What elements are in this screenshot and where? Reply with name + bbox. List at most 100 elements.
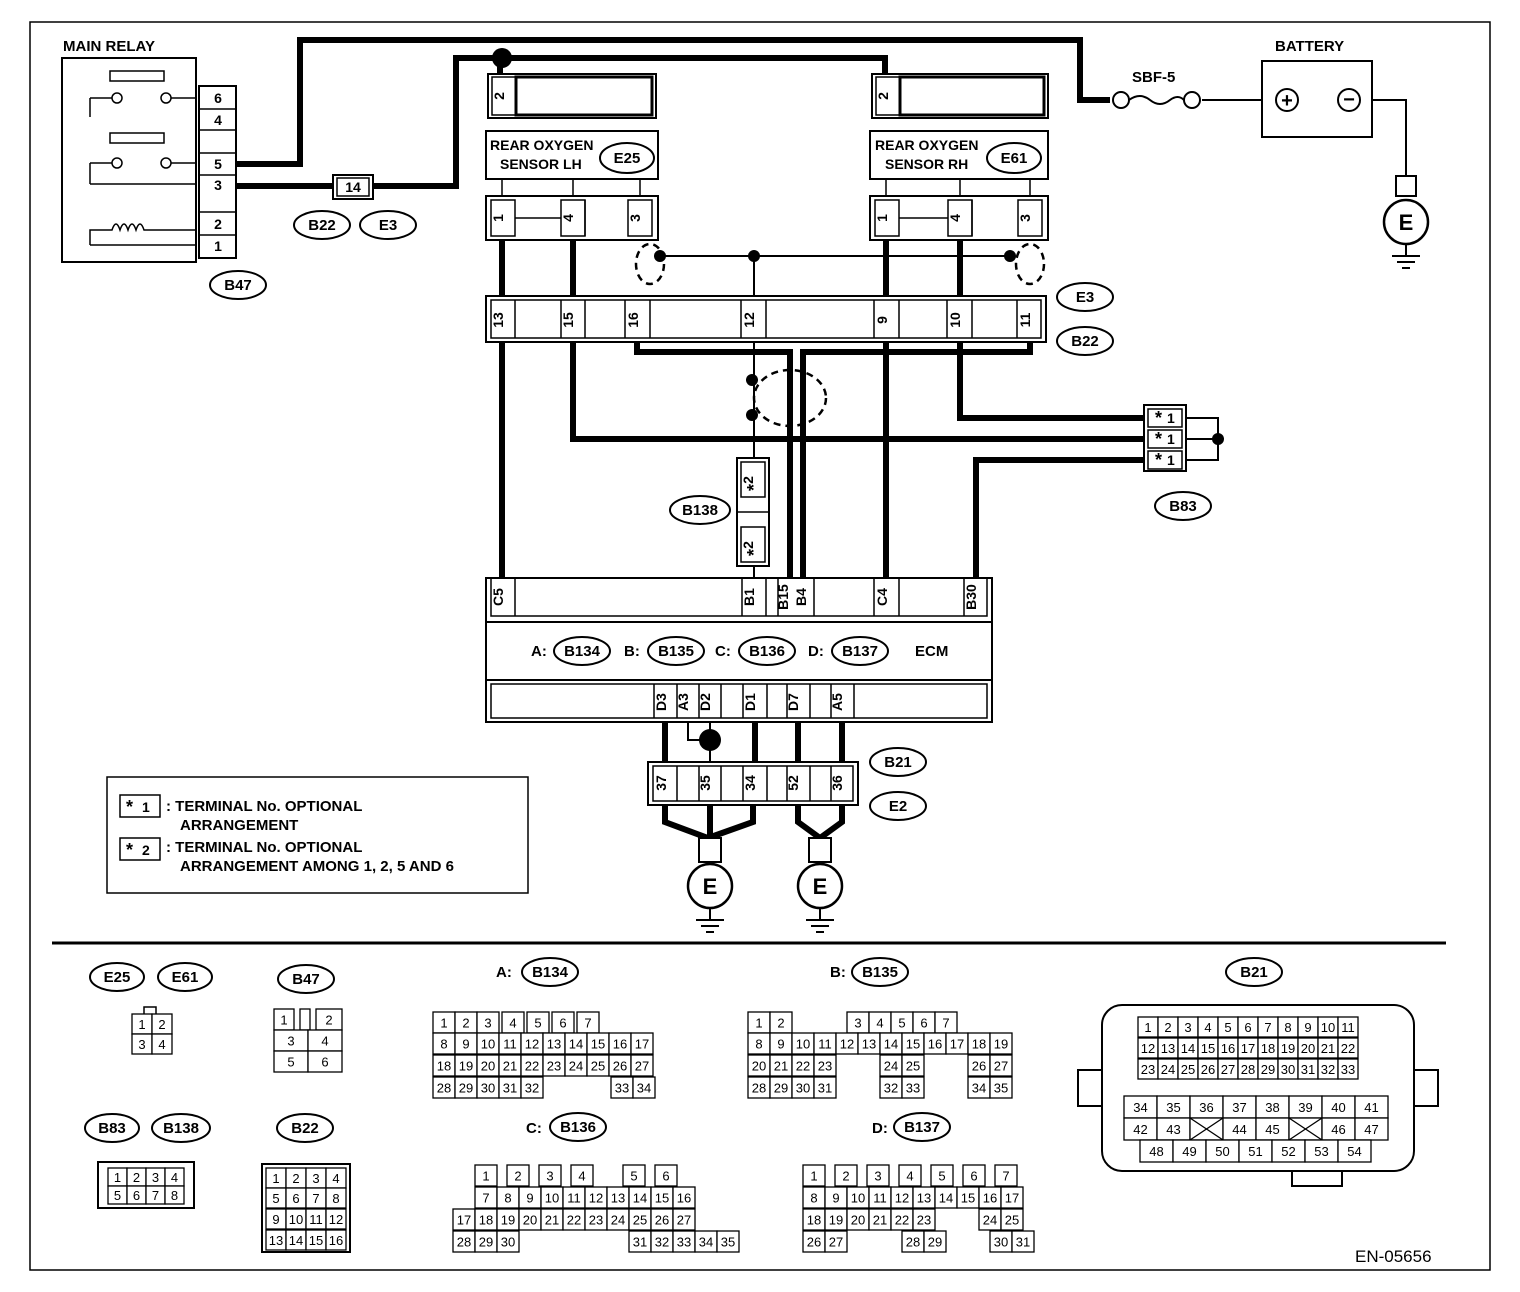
b137-pin-label: 14 [939, 1191, 953, 1206]
b21-pin-label: 52 [1281, 1144, 1295, 1159]
b22-pin-label: 4 [332, 1171, 339, 1186]
b135-pin-label: 4 [876, 1016, 883, 1031]
svg-text:E25: E25 [104, 969, 131, 986]
b137-cell [898, 1164, 922, 1187]
heavy-wires [236, 37, 1146, 842]
b137-pin-label: 23 [917, 1213, 931, 1228]
svg-text:B138: B138 [682, 502, 718, 519]
b47-pin-label: 4 [321, 1034, 328, 1049]
svg-text:B135: B135 [862, 964, 898, 981]
b135-pin-label: 33 [906, 1081, 920, 1096]
blank-pin-cross [1189, 1117, 1224, 1141]
b22-pin-label: 5 [272, 1191, 279, 1206]
svg-text:34: 34 [742, 775, 758, 791]
b136-pin-label: 34 [699, 1235, 713, 1250]
svg-text:*: * [1155, 450, 1162, 470]
b21-pin-label: 8 [1284, 1020, 1291, 1035]
b135-cell [901, 1054, 925, 1077]
b134-pin-label: 11 [503, 1037, 517, 1052]
b22-pin-label: 9 [272, 1212, 279, 1227]
svg-text:D2: D2 [697, 693, 713, 711]
svg-text:1: 1 [874, 214, 890, 222]
b137-pin-label: 6 [970, 1169, 977, 1184]
b137-pin-label: 21 [873, 1213, 887, 1228]
svg-text:2: 2 [740, 541, 756, 549]
b83-b138-pin-label: 2 [133, 1170, 140, 1185]
b137-cell [834, 1164, 858, 1187]
b47-pin-label: 6 [321, 1055, 328, 1070]
svg-text:C4: C4 [874, 588, 890, 606]
b137-pin-label: 13 [917, 1191, 931, 1206]
svg-text:B83: B83 [1169, 498, 1197, 515]
connector-oval-b138: B138 [669, 495, 731, 525]
b136-cell [496, 1230, 520, 1253]
b135-pin-label: 31 [818, 1081, 832, 1096]
b135-pin-label: 21 [774, 1059, 788, 1074]
b22-pin-label: 1 [272, 1171, 279, 1186]
b21-pin-label: 15 [1201, 1041, 1215, 1056]
b22-pin-label: 12 [329, 1212, 343, 1227]
relay-pin: 1 [214, 238, 222, 254]
b137-cell [802, 1164, 826, 1187]
b137-pin-label: 16 [983, 1191, 997, 1206]
svg-text:4: 4 [560, 214, 576, 222]
b135-pin-label: 11 [818, 1037, 832, 1052]
b83-b138-pin-label: 8 [171, 1188, 178, 1203]
svg-text:*: * [744, 549, 764, 556]
b135-pin-label: 34 [972, 1081, 986, 1096]
b134-pin-label: 5 [534, 1016, 541, 1031]
e25-e61-pin-label: 4 [158, 1037, 165, 1052]
b136-pin-label: 35 [721, 1235, 735, 1250]
b136-pin-label: 28 [457, 1235, 471, 1250]
svg-text:E3: E3 [379, 217, 397, 234]
connector-oval-e2: E2 [869, 791, 927, 821]
b135-pin-label: 2 [777, 1016, 784, 1031]
b136-pin-label: 15 [655, 1191, 669, 1206]
b137-pin-label: 29 [928, 1235, 942, 1250]
b22-pin-label: 2 [292, 1171, 299, 1186]
svg-text:B83: B83 [98, 1120, 126, 1137]
junction-dots [492, 48, 1224, 751]
b134-pin-label: 22 [525, 1059, 539, 1074]
b136-pin-label: 22 [567, 1213, 581, 1228]
b21-pin-label: 48 [1149, 1144, 1163, 1159]
b137-cell [994, 1164, 1018, 1187]
relay-pin: 3 [214, 177, 222, 193]
fuse-sbf5: SBF-5 [1112, 69, 1201, 109]
b83-b138-pin-label: 7 [152, 1188, 159, 1203]
svg-text:1: 1 [1167, 431, 1175, 447]
b136-pin-label: 29 [479, 1235, 493, 1250]
svg-text:D:: D: [808, 643, 824, 660]
b21-pin-label: 30 [1281, 1062, 1295, 1077]
relay-pin: 5 [214, 156, 222, 172]
svg-text:1: 1 [1167, 410, 1175, 426]
svg-text:E: E [703, 874, 718, 899]
b21-pin-label: 25 [1181, 1062, 1195, 1077]
b21-pin-label: 35 [1166, 1100, 1180, 1115]
svg-text:: TERMINAL No. OPTIONAL: : TERMINAL No. OPTIONAL [166, 798, 362, 815]
b21-pin-label: 39 [1298, 1100, 1312, 1115]
svg-text:B134: B134 [532, 964, 569, 981]
b21-pin-label: 37 [1232, 1100, 1246, 1115]
b134-cell [520, 1076, 544, 1099]
svg-text:B22: B22 [291, 1120, 319, 1137]
b21-pin-label: 5 [1224, 1020, 1231, 1035]
b137-pin-label: 18 [807, 1213, 821, 1228]
b136-pin-label: 26 [655, 1213, 669, 1228]
b134-pin-label: 1 [440, 1016, 447, 1031]
b134-pin-label: 25 [591, 1059, 605, 1074]
doc-code: EN-05656 [1355, 1247, 1432, 1266]
b137-cell [1011, 1230, 1035, 1253]
b136-pin-label: 2 [514, 1169, 521, 1184]
b134-cell [630, 1054, 654, 1077]
connector-oval-e3: E3 [359, 210, 417, 240]
b134-pin-label: 34 [637, 1081, 651, 1096]
svg-text:D3: D3 [653, 693, 669, 711]
svg-text:14: 14 [345, 179, 361, 195]
b83-b138-pin-label: 6 [133, 1188, 140, 1203]
b136-cell [474, 1164, 498, 1187]
svg-text:B21: B21 [884, 754, 912, 771]
b83-b138-cell [164, 1185, 185, 1205]
b134-pin-label: 6 [559, 1016, 566, 1031]
